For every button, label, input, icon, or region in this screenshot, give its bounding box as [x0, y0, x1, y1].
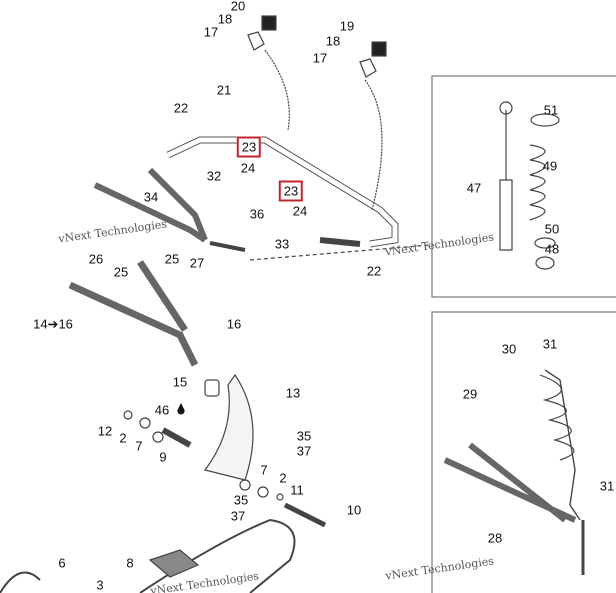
spring — [529, 144, 546, 221]
callout: 35 — [233, 492, 249, 508]
steering-knuckle — [203, 373, 254, 481]
callout: 37 — [230, 508, 246, 524]
shock-absorber — [499, 110, 513, 251]
rear-a-arm — [443, 442, 577, 523]
rear-arm-panel — [431, 311, 616, 593]
callout: 6 — [58, 555, 66, 571]
coilover — [544, 369, 581, 521]
callout: 22 — [173, 100, 189, 116]
callout: 50 — [544, 221, 560, 237]
callout: 20 — [230, 0, 246, 14]
callout: 7 — [260, 462, 268, 478]
callout: 31 — [542, 336, 558, 352]
callout: 46 — [154, 402, 170, 418]
callout: 13 — [285, 385, 301, 401]
callout: 17 — [312, 50, 328, 66]
callout: 17 — [203, 24, 219, 40]
callout: 28 — [487, 530, 503, 546]
callout: 8 — [126, 555, 134, 571]
callout: 49 — [542, 158, 558, 174]
callout-highlighted[interactable]: 23 — [236, 136, 262, 158]
callout: 29 — [462, 386, 478, 402]
callout: 30 — [501, 341, 517, 357]
callout: 35 — [296, 428, 312, 444]
callout: 31 — [599, 478, 615, 494]
callout: 3 — [96, 577, 104, 593]
callout: 9 — [159, 449, 167, 465]
callout: 12 — [97, 423, 113, 439]
callout: 36 — [249, 206, 265, 222]
callout: 18 — [325, 33, 341, 49]
callout: 48 — [544, 241, 560, 257]
callout: 47 — [466, 180, 482, 196]
ski-mount — [148, 549, 200, 578]
callout: 14➔16 — [33, 316, 73, 332]
callout: 21 — [216, 82, 232, 98]
callout: 34 — [143, 189, 159, 205]
callout-highlighted[interactable]: 23 — [278, 180, 304, 202]
shock-panel — [431, 75, 616, 298]
lubricant-drop-icon — [177, 403, 185, 415]
callout: 25 — [113, 264, 129, 280]
callout: 27 — [189, 255, 205, 271]
callout: 7 — [135, 438, 143, 454]
callout: 18 — [217, 11, 233, 27]
callout: 33 — [274, 236, 290, 252]
bushing-19 — [371, 41, 387, 57]
callout: 2 — [119, 430, 127, 446]
lower-a-arm — [68, 260, 199, 367]
callout: 16 — [226, 316, 242, 332]
callout: 25 — [164, 251, 180, 267]
callout: 32 — [206, 168, 222, 184]
bushing-20 — [261, 15, 277, 31]
callout: 24 — [292, 203, 308, 219]
callout: 26 — [88, 251, 104, 267]
callout: 24 — [240, 160, 256, 176]
callout: 51 — [543, 102, 559, 118]
callout: 11 — [290, 482, 304, 498]
callout: 37 — [296, 443, 312, 459]
callout: 19 — [339, 18, 355, 34]
callout: 10 — [346, 502, 362, 518]
callout: 22 — [366, 263, 382, 279]
callout: 15 — [172, 374, 188, 390]
callout: 2 — [279, 470, 287, 486]
upper-a-arm — [93, 167, 208, 243]
